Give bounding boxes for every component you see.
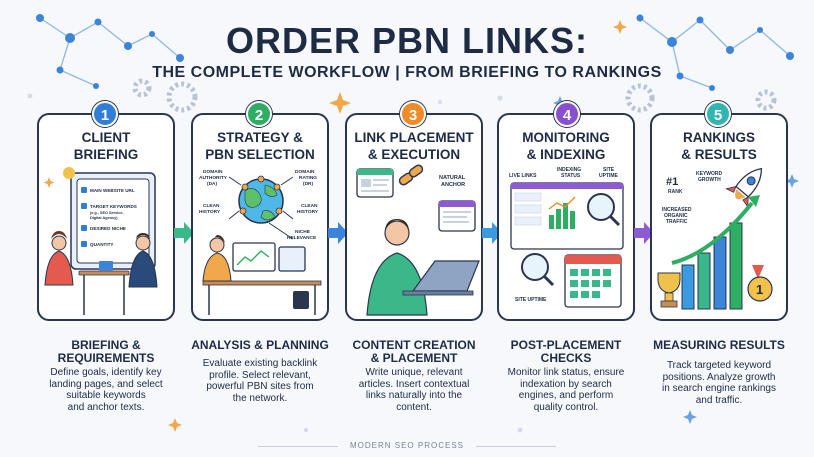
label-medal: 1 — [756, 282, 763, 297]
step-card-monitoring: MONITORING& INDEXING LIVE LINKS INDEXING… — [497, 113, 635, 321]
caption-heading: MEASURING RESULTS — [653, 338, 785, 352]
label-live-links: LIVE LINKS — [509, 173, 537, 179]
label-natural-anchor-1: NATURAL — [439, 175, 466, 181]
label-domain-authority-2: AUTHORITY — [199, 175, 228, 181]
page-subtitle: THE COMPLETE WORKFLOW | FROM BRIEFING TO… — [152, 64, 662, 81]
monitoring-illustration: LIVE LINKS INDEXING STATUS SITE UPTIME S… — [509, 167, 624, 308]
label-domain-authority-3: (DA) — [207, 181, 218, 187]
footer-divider-right — [476, 446, 556, 447]
label-domain-rating-3: (DR) — [303, 181, 314, 187]
label-clean-history-left-2: HISTORY — [199, 209, 221, 215]
caption-heading: BRIEFING &REQUIREMENTS — [57, 338, 155, 365]
label-domain-rating-2: RATING — [299, 175, 317, 181]
step-card-strategy: STRATEGY &PBN SELECTION DOMAIN AUTHORITY… — [191, 113, 329, 321]
step-badge-3: 3 — [400, 101, 426, 127]
label-indexing-status-2: STATUS — [561, 173, 581, 179]
label-site-uptime-top-1: SITE — [603, 167, 615, 173]
label-quantity: QUANTITY — [90, 242, 113, 247]
step-title: RANKINGS& RESULTS — [681, 130, 757, 162]
label-organic-traffic-3: TRAFFIC — [666, 219, 688, 225]
label-niche: DESIRED NICHE — [90, 226, 126, 231]
label-keywords-example-1: (e.g., SEO Service, — [90, 211, 124, 215]
step-badge-2: 2 — [246, 101, 272, 127]
step-title: MONITORING& INDEXING — [522, 130, 610, 162]
briefing-illustration: MAIN WEBSITE URL TARGET KEYWORDS (e.g., … — [43, 167, 158, 315]
caption-heading: CONTENT CREATION& PLACEMENT — [352, 338, 476, 365]
label-site-uptime-top-2: UPTIME — [599, 173, 619, 179]
label-organic-traffic-2: ORGANIC — [664, 213, 688, 219]
caption-heading: ANALYSIS & PLANNING — [191, 338, 329, 352]
step-caption-1: BRIEFING &REQUIREMENTS Define goals, ide… — [31, 339, 181, 413]
label-clean-history-left-1: CLEAN — [203, 203, 220, 209]
label-natural-anchor-2: ANCHOR — [441, 182, 465, 188]
label-domain-authority-1: DOMAIN — [203, 169, 223, 175]
label-rank-number: #1 — [666, 176, 678, 188]
step-card-rankings: RANKINGS& RESULTS #1 RANK KEYWORD GROWTH… — [650, 113, 788, 321]
footer-label: MODERN SEO PROCESS — [349, 441, 464, 450]
step-badge-1: 1 — [92, 101, 118, 127]
rankings-illustration: #1 RANK KEYWORD GROWTH INCREASED ORGANIC… — [657, 167, 773, 310]
label-keyword-growth-2: GROWTH — [698, 177, 721, 183]
label-rank: RANK — [668, 189, 683, 195]
step-badge-4: 4 — [554, 101, 580, 127]
label-keywords-example-2: Digital Agency) — [90, 216, 118, 220]
step-title: STRATEGY &PBN SELECTION — [205, 130, 315, 162]
label-niche-relevance-1: NICHE — [295, 229, 311, 235]
step-caption-2: ANALYSIS & PLANNING Evaluate existing ba… — [185, 339, 335, 404]
arrow-right-icon — [634, 222, 654, 244]
label-keywords: TARGET KEYWORDS — [90, 204, 137, 209]
arrow-right-icon — [174, 222, 194, 244]
footer-divider-left — [258, 446, 338, 447]
label-site-uptime-bottom: SITE UPTIME — [515, 297, 547, 303]
label-domain-rating-1: DOMAIN — [295, 169, 315, 175]
arrow-right-icon — [328, 222, 348, 244]
strategy-illustration: DOMAIN AUTHORITY (DA) DOMAIN RATING (DR)… — [199, 169, 322, 315]
label-clean-history-right-2: HISTORY — [297, 209, 319, 215]
step-title: LINK PLACEMENT& EXECUTION — [354, 130, 474, 162]
placement-illustration: NATURAL ANCHOR — [356, 164, 480, 316]
label-organic-traffic-1: INCREASED — [662, 207, 692, 213]
step-card-link-placement: LINK PLACEMENT& EXECUTION NATURAL ANCHOR — [345, 113, 483, 321]
label-keyword-growth-1: KEYWORD — [696, 171, 723, 177]
step-caption-3: CONTENT CREATION& PLACEMENT Write unique… — [339, 339, 489, 413]
label-clean-history-right-1: CLEAN — [301, 203, 318, 209]
page-title: ORDER PBN LINKS: — [225, 20, 588, 61]
label-indexing-status-1: INDEXING — [557, 167, 581, 173]
label-main-url: MAIN WEBSITE URL — [90, 188, 135, 193]
label-niche-relevance-2: RELEVANCE — [287, 235, 317, 241]
step-caption-5: MEASURING RESULTS Track targeted keyword… — [644, 339, 794, 406]
step-badge-5: 5 — [705, 101, 731, 127]
